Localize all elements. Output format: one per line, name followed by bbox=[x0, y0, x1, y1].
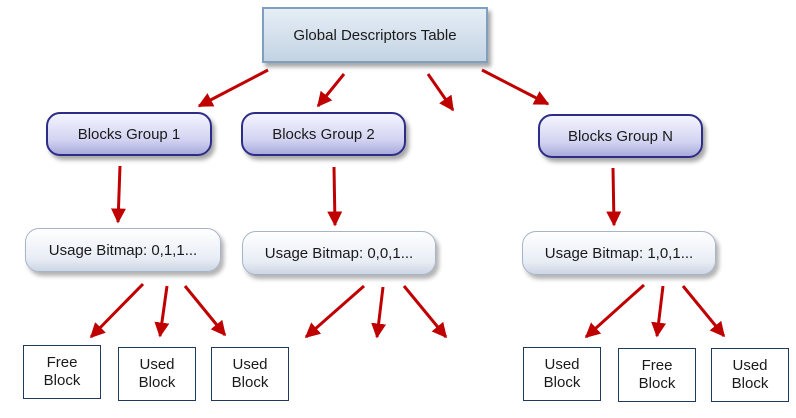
block-line-2: Block bbox=[638, 375, 676, 392]
arrow-bitmap-1-to-block-2 bbox=[154, 285, 170, 338]
arrow-root-to-group-1 bbox=[197, 68, 269, 108]
usage-bitmap-n-label: Usage Bitmap: 1,0,1... bbox=[544, 244, 694, 262]
arrow-bitmap-1-to-block-1 bbox=[89, 282, 145, 339]
block-line-1: Used bbox=[232, 356, 268, 373]
block-line-1: Used bbox=[732, 357, 768, 374]
block-line-2: Block bbox=[231, 374, 269, 391]
arrow-bitmap-n-to-block-1 bbox=[584, 283, 646, 339]
block-line-2: Block bbox=[43, 372, 81, 389]
group-1-block-1: Free Block bbox=[23, 345, 101, 399]
blocks-group-1-box: Blocks Group 1 bbox=[46, 112, 212, 156]
block-line-1: Used bbox=[139, 356, 175, 373]
usage-bitmap-n-box: Usage Bitmap: 1,0,1... bbox=[522, 231, 716, 275]
arrow-group-2-to-bitmap bbox=[327, 166, 343, 227]
block-line-2: Block bbox=[138, 374, 176, 391]
blocks-group-2-label: Blocks Group 2 bbox=[272, 125, 375, 143]
arrow-bitmap-2-to-right bbox=[402, 285, 448, 339]
usage-bitmap-1-box: Usage Bitmap: 0,1,1... bbox=[25, 228, 221, 272]
arrow-bitmap-n-to-block-3 bbox=[681, 285, 726, 338]
arrow-group-n-to-bitmap bbox=[606, 167, 622, 227]
usage-bitmap-2-label: Usage Bitmap: 0,0,1... bbox=[264, 244, 414, 262]
blocks-group-n-box: Blocks Group N bbox=[538, 114, 703, 158]
group-n-block-1: Used Block bbox=[523, 347, 601, 401]
group-1-block-3: Used Block bbox=[211, 347, 289, 401]
global-descriptors-table-label: Global Descriptors Table bbox=[293, 26, 457, 44]
arrow-bitmap-2-to-left bbox=[304, 284, 365, 339]
blocks-group-2-box: Blocks Group 2 bbox=[241, 112, 406, 156]
usage-bitmap-1-label: Usage Bitmap: 0,1,1... bbox=[48, 241, 198, 259]
usage-bitmap-2-box: Usage Bitmap: 0,0,1... bbox=[242, 231, 436, 275]
arrow-bitmap-n-to-block-2 bbox=[651, 285, 667, 338]
blocks-group-1-label: Blocks Group 1 bbox=[77, 125, 181, 143]
arrow-bitmap-2-to-middle bbox=[371, 286, 387, 339]
block-line-2: Block bbox=[543, 374, 581, 391]
arrow-group-1-to-bitmap bbox=[110, 165, 126, 224]
arrow-root-to-group-3 bbox=[426, 73, 455, 112]
arrow-root-to-group-2 bbox=[316, 73, 346, 108]
block-line-1: Free bbox=[641, 357, 673, 374]
global-descriptors-table-box: Global Descriptors Table bbox=[262, 7, 488, 63]
arrow-bitmap-1-to-block-3 bbox=[183, 285, 227, 337]
blocks-group-n-label: Blocks Group N bbox=[567, 127, 674, 145]
group-n-block-2: Free Block bbox=[618, 348, 696, 402]
block-line-1: Free bbox=[46, 354, 78, 371]
group-n-block-3: Used Block bbox=[711, 348, 789, 402]
block-line-1: Used bbox=[544, 356, 580, 373]
group-1-block-2: Used Block bbox=[118, 347, 196, 401]
block-line-2: Block bbox=[731, 375, 769, 392]
arrow-root-to-group-n bbox=[481, 68, 550, 106]
